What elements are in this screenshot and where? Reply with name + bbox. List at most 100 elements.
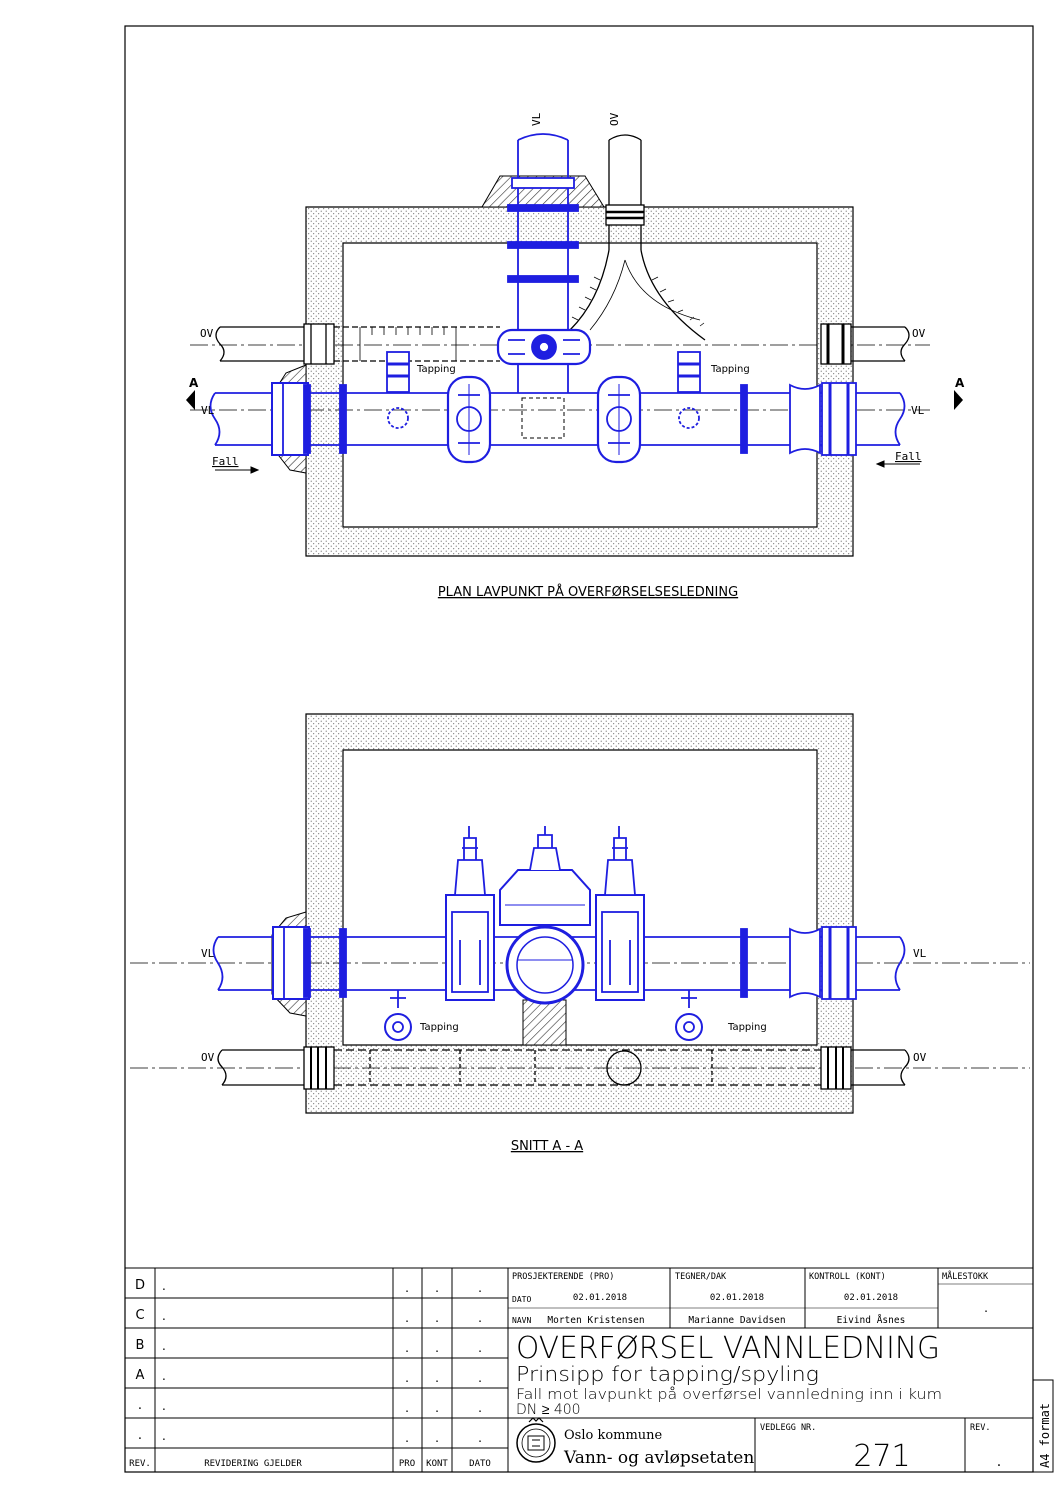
tapping-label-left: Tapping	[416, 364, 456, 375]
valve-support-block	[522, 999, 567, 1046]
rev-header-kont: KONT	[426, 1459, 448, 1469]
drawing-title: OVERFØRSEL VANNLEDNING	[516, 1331, 940, 1366]
section-ov-label-right: OV	[913, 1051, 927, 1064]
ov-label-vertical: OV	[608, 112, 621, 126]
rev-kont: .	[435, 1431, 439, 1445]
rev-label: REV.	[970, 1423, 990, 1433]
rev-dato: .	[478, 1401, 482, 1415]
dak-name: Marianne Davidsen	[688, 1315, 785, 1326]
rev-header-pro: PRO	[399, 1459, 415, 1469]
scale-label: MÅLESTOKK	[942, 1270, 989, 1282]
rev-dato: .	[478, 1281, 482, 1295]
title-block	[125, 1267, 1054, 1473]
fall-arrow-right	[875, 460, 920, 468]
section-mark-label: A	[189, 376, 199, 390]
format-label: A4 format	[1038, 1403, 1052, 1468]
rev-text: .	[162, 1279, 166, 1293]
vl-label-right: VL	[911, 404, 925, 417]
rev-code: C	[135, 1308, 144, 1323]
pro-label: PROSJEKTERENDE (PRO)	[512, 1272, 614, 1282]
rev-text: .	[162, 1429, 166, 1443]
ov-label-right: OV	[912, 327, 926, 340]
rev-kont: .	[435, 1371, 439, 1385]
rev-dato: .	[478, 1341, 482, 1355]
oslo-seal-icon	[516, 1417, 556, 1463]
rev-header-dato: DATO	[469, 1459, 491, 1469]
rev-kont: .	[435, 1311, 439, 1325]
vedlegg-block: VEDLEGG NR. 271 REV. .	[760, 1423, 1001, 1474]
scale-value: .	[984, 1301, 988, 1315]
plan-title: PLAN LAVPUNKT PÅ OVERFØRSELSESLEDNING	[438, 584, 738, 600]
kont-name: Eivind Åsnes	[837, 1314, 906, 1326]
plan-vl-pipe	[209, 133, 906, 464]
revision-table: D C B A . . . . . . . . . . . . . . . . …	[129, 1278, 491, 1469]
section-view: VL VL OV OV Tapping Tapping SNITT A - A	[130, 713, 1030, 1154]
section-ov-pipe	[217, 1046, 910, 1090]
fall-label-left: Fall	[212, 455, 239, 468]
rev-pro: .	[405, 1371, 409, 1385]
section-vl-label-left: VL	[201, 947, 215, 960]
rev-text: .	[162, 1369, 166, 1383]
kont-label: KONTROLL (KONT)	[809, 1272, 886, 1282]
rev-pro: .	[405, 1341, 409, 1355]
rev-dato: .	[478, 1371, 482, 1385]
section-vl-label-right: VL	[913, 947, 927, 960]
rev-pro: .	[405, 1401, 409, 1415]
rev-header-text: REVIDERING GJELDER	[204, 1459, 302, 1469]
dak-date: 02.01.2018	[710, 1293, 764, 1303]
drawing-description: Fall mot lavpunkt på overførsel vannledn…	[516, 1386, 942, 1403]
section-ov-label-left: OV	[201, 1051, 215, 1064]
section-tapping-label-right: Tapping	[727, 1022, 767, 1033]
dato-label: DATO	[512, 1295, 531, 1304]
section-vl-pipe	[212, 826, 906, 1041]
rev-kont: .	[435, 1281, 439, 1295]
rev-text: .	[162, 1399, 166, 1413]
org-name: Oslo kommune	[564, 1428, 663, 1443]
vedlegg-label: VEDLEGG NR.	[760, 1423, 816, 1433]
rev-kont: .	[435, 1401, 439, 1415]
rev-code: A	[136, 1368, 145, 1383]
rev-code: .	[138, 1398, 142, 1413]
section-marker-right: A	[954, 376, 965, 410]
rev-kont: .	[435, 1341, 439, 1355]
rev-dato: .	[478, 1311, 482, 1325]
drawing-title-area: OVERFØRSEL VANNLEDNING Prinsipp for tapp…	[516, 1331, 942, 1418]
rev-text: .	[162, 1309, 166, 1323]
org-department: Vann- og avløpsetaten	[563, 1448, 754, 1468]
vl-label-left: VL	[201, 404, 215, 417]
drawing-dn: DN ≥ 400	[516, 1402, 581, 1418]
rev-code: B	[136, 1338, 145, 1353]
plan-ov-pipe	[215, 134, 910, 365]
plan-view: A A OV OV VL VL VL OV Tapping Tapping Fa…	[186, 112, 965, 600]
navn-label: NAVN	[512, 1316, 531, 1325]
section-mark-label: A	[955, 376, 965, 390]
section-title: SNITT A - A	[511, 1139, 583, 1154]
rev-code: .	[138, 1428, 142, 1443]
rev-pro: .	[405, 1431, 409, 1445]
rev-pro: .	[405, 1311, 409, 1325]
fall-arrow-left	[215, 466, 260, 474]
rev-value: .	[997, 1454, 1001, 1470]
rev-code: D	[135, 1278, 145, 1293]
ov-label-left: OV	[200, 327, 214, 340]
vedlegg-number: 271	[853, 1439, 910, 1474]
sheet-frame	[124, 25, 1034, 1473]
fall-label-right: Fall	[895, 450, 922, 463]
rev-dato: .	[478, 1431, 482, 1445]
rev-text: .	[162, 1339, 166, 1353]
section-tapping-label-left: Tapping	[419, 1022, 459, 1033]
dak-label: TEGNER/DAK	[675, 1272, 727, 1282]
pro-name: Morten Kristensen	[547, 1315, 644, 1326]
vl-label-vertical: VL	[530, 112, 543, 126]
section-marker-left: A	[186, 376, 199, 410]
plan-elbow-ticks	[571, 276, 705, 327]
kont-date: 02.01.2018	[844, 1293, 898, 1303]
roles-block: PROSJEKTERENDE (PRO) TEGNER/DAK KONTROLL…	[512, 1270, 989, 1326]
pro-date: 02.01.2018	[573, 1293, 627, 1303]
organization-block: Oslo kommune Vann- og avløpsetaten	[516, 1417, 754, 1468]
tapping-label-right: Tapping	[710, 364, 750, 375]
drawing-subtitle: Prinsipp for tapping/spyling	[516, 1362, 819, 1386]
rev-pro: .	[405, 1281, 409, 1295]
rev-header-rev: REV.	[129, 1459, 151, 1469]
